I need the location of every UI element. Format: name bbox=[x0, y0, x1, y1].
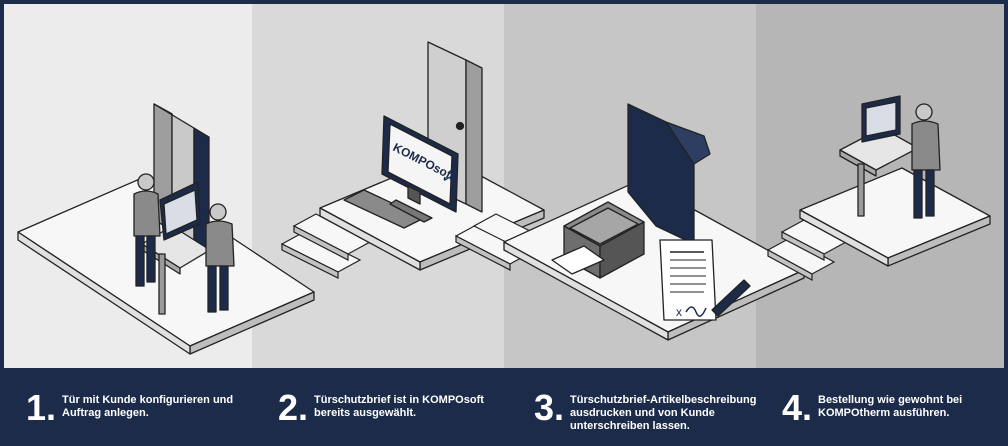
step-4: 4. Bestellung wie gewohnt bei KOMPOtherm… bbox=[782, 388, 1004, 442]
step-number: 1. bbox=[26, 387, 57, 428]
stepping-stones-1 bbox=[280, 213, 372, 279]
scene-1-consultation bbox=[17, 103, 315, 355]
scene-illustration: KOMPOsoft ✓ bbox=[4, 4, 1004, 368]
person-ordering bbox=[911, 103, 941, 219]
pen-icon bbox=[711, 279, 751, 317]
step-description: Türschutzbrief-Artikelbeschreibung ausdr… bbox=[570, 394, 757, 432]
steps-bar: 1. Tür mit Kunde konfigurieren und Auftr… bbox=[0, 372, 1008, 446]
person-customer bbox=[133, 173, 161, 287]
step-description: Türschutzbrief ist in KOMPOsoft bereits … bbox=[314, 394, 484, 419]
step-description: Tür mit Kunde konfigurieren und Auftrag … bbox=[62, 394, 234, 419]
step-3: 3. Türschutzbrief-Artikelbeschreibung au… bbox=[534, 388, 764, 442]
step-number: 3. bbox=[534, 387, 565, 428]
person-consultant bbox=[205, 203, 235, 313]
scene-3-print-sign: x bbox=[503, 103, 805, 341]
stepping-stones-3 bbox=[766, 219, 848, 282]
step-number: 2. bbox=[278, 387, 309, 428]
scene-4-order bbox=[799, 95, 991, 267]
signature-x-mark: x bbox=[676, 305, 682, 319]
step-number: 4. bbox=[782, 387, 813, 428]
printer-icon bbox=[551, 201, 645, 279]
step-2: 2. Türschutzbrief ist in KOMPOsoft berei… bbox=[278, 388, 508, 442]
step-1: 1. Tür mit Kunde konfigurieren und Auftr… bbox=[26, 388, 256, 442]
step-description: Bestellung wie gewohnt bei KOMPOtherm au… bbox=[818, 394, 963, 419]
signed-document: x bbox=[659, 239, 717, 321]
